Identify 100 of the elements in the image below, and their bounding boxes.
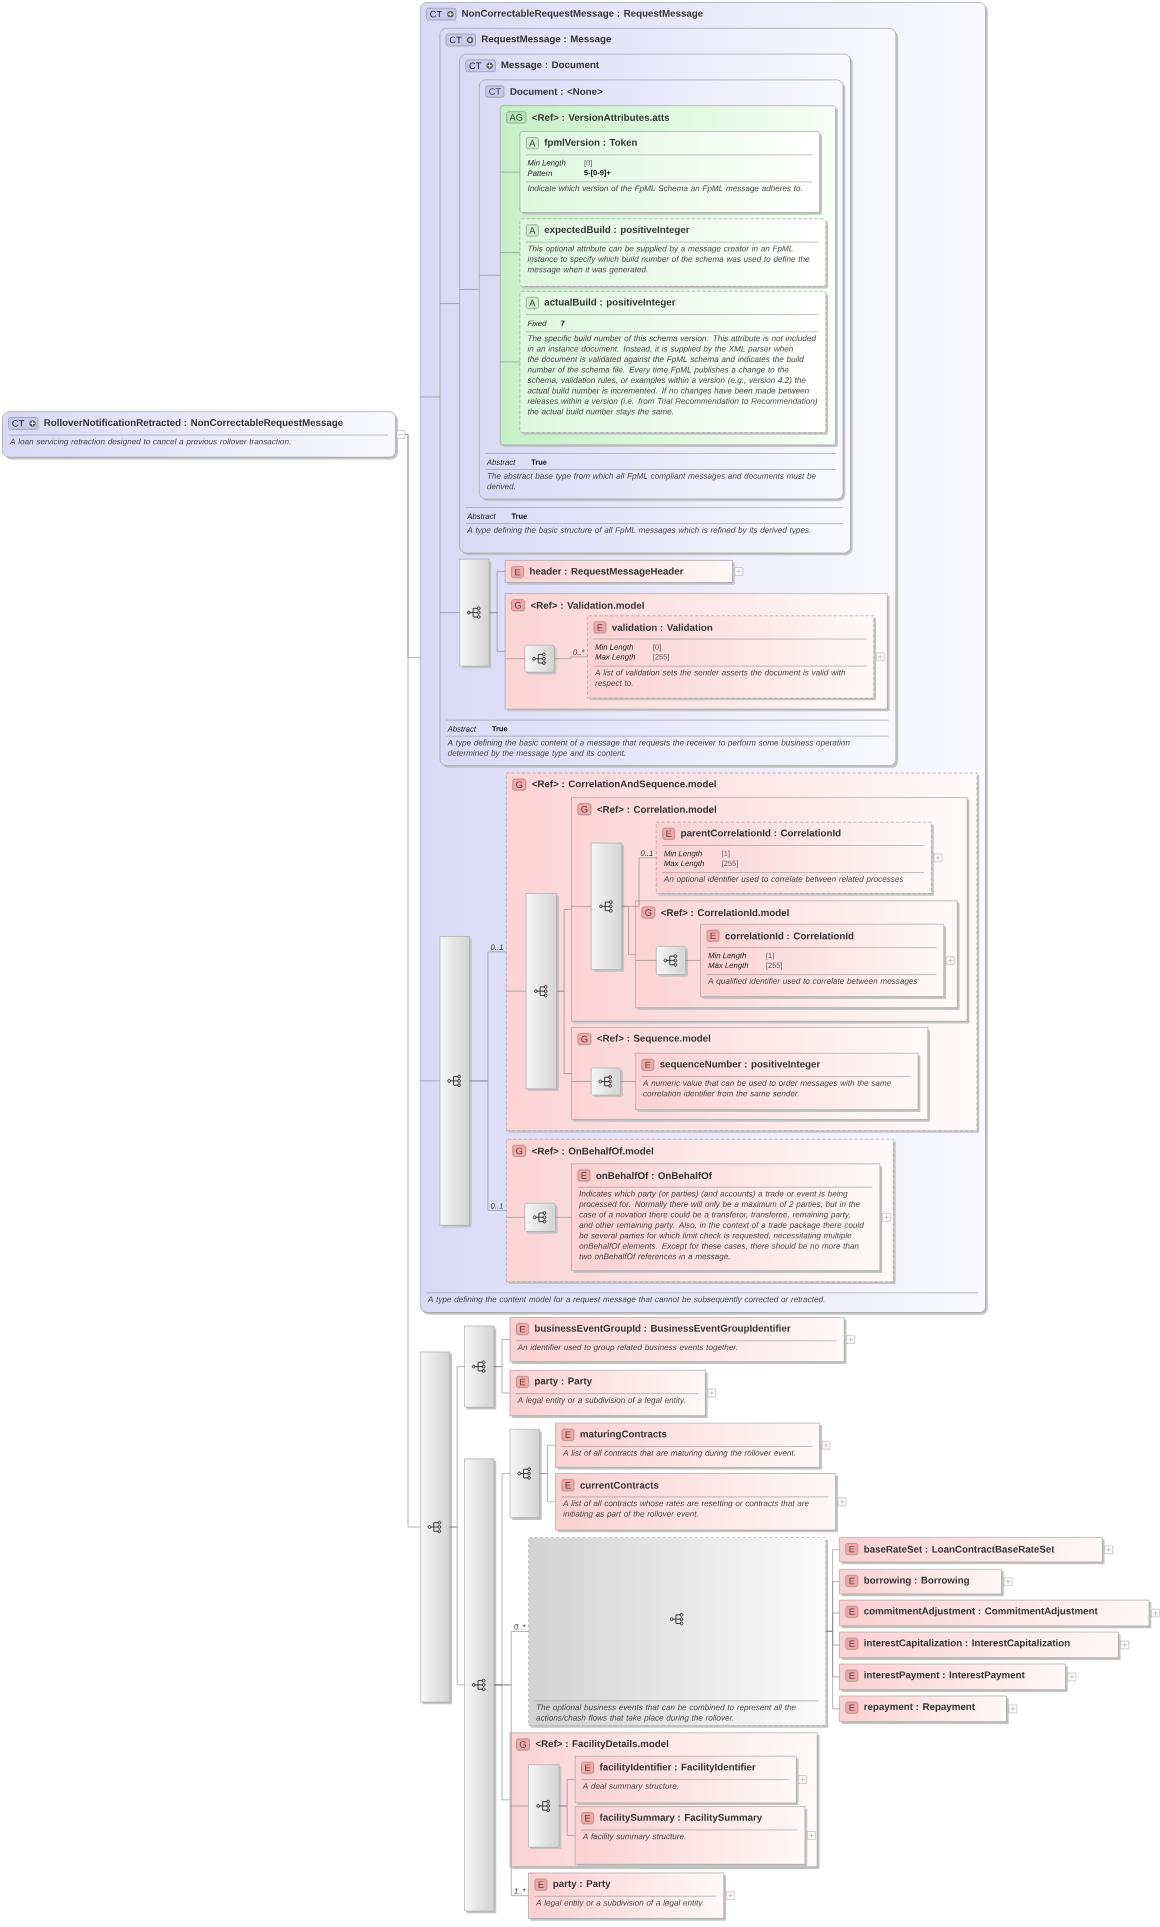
description-text: This optional attribute can be supplied by a message creator in an FpML instance to specify which build number of the schema was used to define the message when it was generated. (527, 245, 810, 274)
element-title: <Ref> : CorrelationId.model (661, 908, 789, 917)
connector-line (478, 274, 501, 276)
type-badge: CT (8, 417, 39, 430)
element-title: businessEventGroupId : BusinessEventGroupIdentifier (535, 1324, 791, 1334)
description-text: An identifier used to group related business events together. (517, 1344, 737, 1352)
element-title: RequestMessage : Message (481, 35, 611, 45)
description-text: The specific build number of this schema version. This attribute is not included in an instance document. Instead, it is supplied by the XML parser when the document is validated against the FpML schema and indicates the build number of the schema file. Every time FpML publishes a change to the schema, validation rules, or examples within a version (e.g., version 4.2) the actual build number is incremented. If no changes have been made between releases within a version (i.e. from Trial Recommendation to Recommendation) the actual build number stays the same. (527, 335, 817, 417)
element-title: borrowing : Borrowing (864, 1576, 969, 1586)
attribute-box (519, 131, 822, 215)
type-badge: E (581, 1812, 594, 1825)
connector-line (539, 1473, 556, 1503)
type-badge: E (662, 827, 675, 840)
description-text: A deal summary structure. (582, 1782, 678, 1791)
element-box (839, 1599, 1152, 1629)
connector-line (449, 1526, 465, 1686)
element-title: <Ref> : FacilityDetails.model (535, 1740, 669, 1750)
element-box (839, 1569, 1004, 1597)
connector-line (439, 612, 460, 613)
element-title: header : RequestMessageHeader (530, 567, 684, 577)
connector-line (558, 1805, 576, 1836)
element-title: maturingContracts (580, 1430, 667, 1440)
connector-line (571, 906, 592, 907)
element-title: parentCorrelationId : CorrelationId (681, 829, 841, 839)
element-title: <Ref> : Validation.model (530, 601, 644, 609)
type-badge: E (561, 1479, 575, 1492)
description-text: The optional business events that can be combined to represent all the actions/chash flows that take place during the rollover. (536, 1704, 796, 1723)
element-title: expectedBuild : positiveInteger (544, 225, 690, 235)
connector-line (505, 990, 527, 992)
connector-line (685, 960, 701, 961)
element-box (574, 1806, 808, 1867)
type-badge: E (577, 1169, 591, 1182)
element-title: party : Party (535, 1377, 592, 1387)
connector-line (459, 289, 480, 290)
sequence-bar (464, 1325, 497, 1410)
element-title: actualBuild : positiveInteger (544, 298, 676, 308)
sequence-box (524, 644, 557, 675)
element-box (574, 1755, 799, 1806)
description-text: A legal entity or a subdivision of a legal entity. (517, 1397, 685, 1405)
type-badge: CT (426, 7, 457, 21)
sequence-bar (525, 893, 559, 1092)
description-text: A list of all contracts whose rates are resetting or contracts that are initiating as part of the rollover event. (562, 1500, 809, 1519)
element-box (555, 1473, 838, 1533)
connector-line (504, 658, 526, 660)
description-text: A loan servicing retraction designed to cancel a previous rollover transaction. (9, 438, 291, 446)
connector-line (499, 252, 521, 253)
element-title: baseRateSet : LoanContractBaseRateSet (864, 1545, 1055, 1553)
sequence-bar (590, 842, 624, 972)
element-title: validation : Validation (611, 623, 713, 631)
element-box (839, 1537, 1105, 1565)
element-title: sequenceNumber : positiveInteger (660, 1060, 820, 1070)
element-box (528, 1872, 726, 1921)
connector-line (620, 1081, 636, 1082)
element-title: party : Party (553, 1880, 611, 1889)
element-title: <Ref> : OnBehalfOf.model (532, 1147, 654, 1155)
type-badge: E (561, 1428, 575, 1441)
element-box (634, 1052, 921, 1112)
description-text: A list of validation sets the sender asserts the document is valid with respect to. (594, 669, 846, 688)
type-badge: E (845, 1669, 859, 1682)
element-title: repayment : Repayment (864, 1703, 975, 1712)
element-box (839, 1631, 1121, 1661)
element-box (504, 560, 735, 585)
type-badge: A (525, 137, 539, 150)
type-badge: E (516, 1376, 529, 1388)
choice-box (528, 1537, 828, 1728)
type-badge: E (511, 566, 524, 578)
connector-line (499, 171, 521, 173)
type-badge: G (577, 803, 592, 816)
element-title: facilitySummary : FacilitySummary (599, 1813, 763, 1823)
sequence-box (524, 1202, 558, 1234)
description-text: A type defining the content model for a request message that cannot be subsequently corrected or retracted. (427, 1296, 825, 1304)
element-box (700, 923, 946, 999)
description-text: The abstract base type from which all FpML compliant messages and documents must be derived. (487, 472, 816, 490)
element-box (587, 615, 876, 701)
type-badge: A (525, 297, 539, 309)
description-text: An optional identifier used to correlate between related processes (663, 875, 904, 884)
element-box (555, 1422, 822, 1470)
type-badge: G (512, 778, 527, 791)
sequence-bar (509, 1428, 542, 1520)
connector-line (439, 303, 460, 304)
type-badge: G (641, 906, 656, 919)
connector-line (469, 1080, 507, 1211)
type-badge: G (512, 1145, 527, 1157)
element-box (509, 1369, 708, 1418)
element-title: interestCapitalization : InterestCapitalization (864, 1639, 1070, 1649)
connector-line (571, 1081, 592, 1082)
connector-line (493, 1684, 529, 1896)
element-title: facilityIdentifier : FacilityIdentifier (599, 1763, 756, 1773)
element-title: <Ref> : VersionAttributes.atts (532, 113, 670, 121)
type-badge: E (845, 1543, 859, 1556)
description-text: A facility summary structure. (582, 1833, 686, 1841)
element-box (571, 1163, 883, 1273)
connector-line (404, 434, 421, 1528)
connector-line (488, 612, 506, 652)
element-box (839, 1695, 1009, 1724)
element-title: fpmlVersion : Token (544, 138, 637, 148)
element-title: correlationId : CorrelationId (725, 932, 854, 940)
connector-line (634, 960, 657, 961)
description-text: A legal entity or a subdivision of a legal entity. (535, 1899, 704, 1908)
connector-line (419, 396, 441, 398)
